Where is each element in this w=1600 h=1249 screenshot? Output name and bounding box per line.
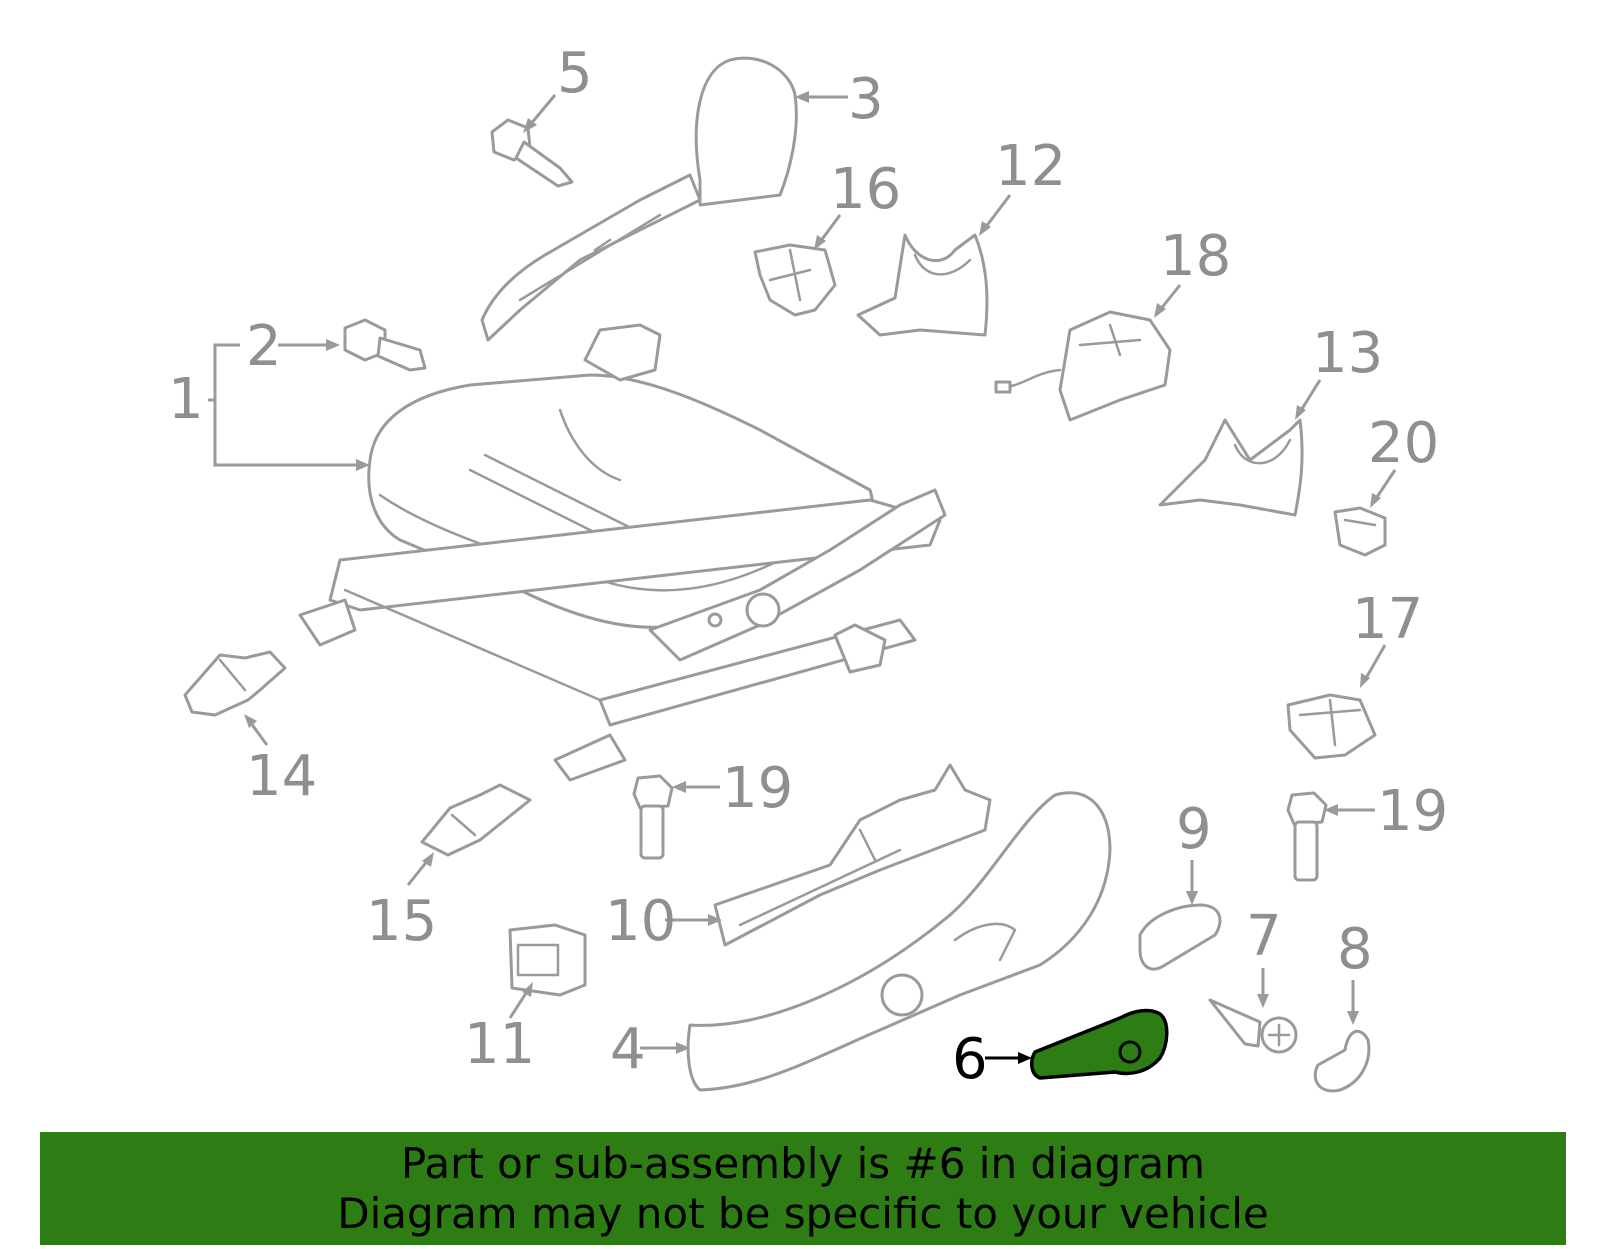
part-1-seat-frame [298, 323, 947, 782]
part-16-bracket [753, 243, 837, 317]
callout-6: 6 [952, 1027, 988, 1092]
part-3-side-shield [480, 56, 798, 342]
callout-1: 1 [168, 367, 204, 432]
part-4-side-panel [686, 791, 1112, 1092]
callout-19-right: 19 [1377, 779, 1448, 844]
callout-4: 4 [610, 1017, 646, 1082]
part-14-bracket [183, 650, 287, 717]
callout-9: 9 [1176, 797, 1212, 862]
callout-17: 17 [1352, 587, 1423, 652]
part-7-screw [1208, 998, 1298, 1054]
callout-15: 15 [366, 889, 437, 954]
part-10-reinforcement [713, 763, 992, 947]
part-19-bolt-right [1286, 791, 1328, 882]
callout-16: 16 [830, 157, 901, 222]
callout-8: 8 [1337, 917, 1373, 982]
part-6-lever-highlighted [1029, 1008, 1169, 1080]
callout-18: 18 [1160, 224, 1231, 289]
callout-12: 12 [995, 134, 1066, 199]
callout-11: 11 [464, 1012, 535, 1077]
part-19-bolt-left [632, 774, 674, 860]
callout-14: 14 [246, 744, 317, 809]
callout-10: 10 [605, 889, 676, 954]
part-2-bolt [343, 318, 427, 372]
part-13-cover [1158, 418, 1304, 517]
notice-banner: Part or sub-assembly is #6 in diagram Di… [40, 1132, 1566, 1245]
callout-13: 13 [1312, 321, 1383, 386]
callout-labels: 1 2 3 4 5 6 7 8 9 10 11 12 13 14 15 16 1… [168, 41, 1448, 1092]
part-8-cap [1313, 1029, 1371, 1093]
part-12-cover [856, 233, 989, 337]
callout-19-left: 19 [722, 756, 793, 821]
part-11-switch [508, 923, 587, 997]
callout-5: 5 [557, 41, 593, 106]
part-18-bracket-wire [994, 310, 1172, 422]
part-15-bracket [420, 783, 532, 857]
part-5-bolt [490, 118, 574, 188]
callout-7: 7 [1246, 904, 1282, 969]
part-17-bracket [1286, 693, 1377, 760]
callout-3: 3 [848, 67, 884, 132]
parts-diagram: 1 2 3 4 5 6 7 8 9 10 11 12 13 14 15 16 1… [168, 41, 1448, 1093]
banner-line-disclaimer: Diagram may not be specific to your vehi… [337, 1188, 1269, 1238]
callout-20: 20 [1368, 411, 1439, 476]
part-20-clip [1333, 506, 1387, 557]
leader-lines [208, 91, 1397, 1064]
callout-2: 2 [246, 314, 282, 379]
part-9-knob [1138, 903, 1222, 971]
banner-line-part-number: Part or sub-assembly is #6 in diagram [400, 1138, 1206, 1188]
